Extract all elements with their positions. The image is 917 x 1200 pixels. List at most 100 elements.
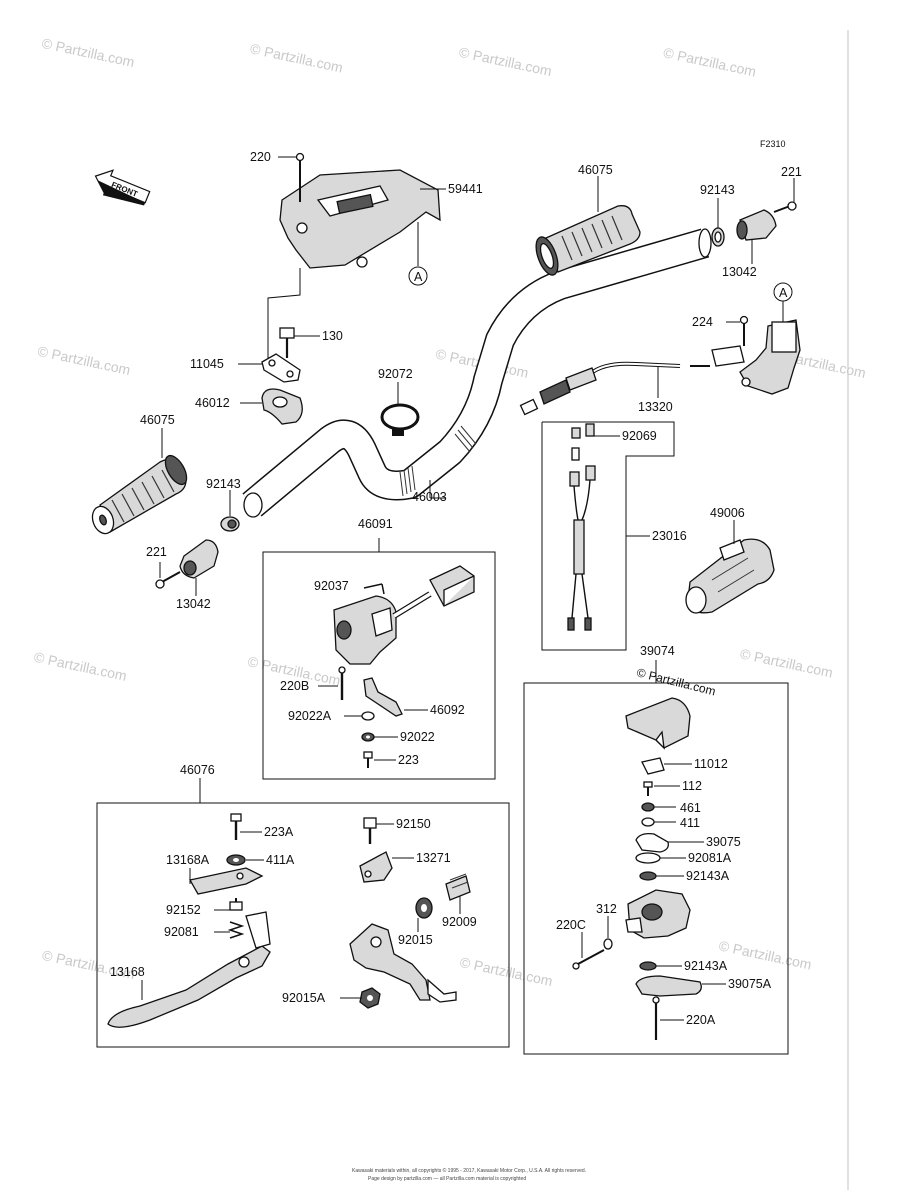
part-label: 461: [680, 801, 701, 815]
plate-39075: [635, 832, 669, 853]
part-label: 220B: [280, 679, 309, 693]
part-label: 92069: [622, 429, 657, 443]
watermark: © Partzilla.com: [458, 44, 554, 79]
part-label: 46012: [195, 396, 230, 410]
spring-92081: [227, 921, 245, 939]
washer-92022A: [361, 711, 375, 721]
master-cylinder-body: [625, 889, 691, 939]
watermark: © Partzilla.com: [40, 35, 136, 70]
footer-line-1: Kawasaki materials within, all copyright…: [352, 1167, 586, 1174]
part-label: 92072: [378, 367, 413, 381]
watermark: © Partzilla.com: [662, 44, 758, 79]
part-label: 92081A: [688, 851, 732, 865]
part-label: 11012: [694, 757, 728, 771]
part-label: 92143: [700, 183, 735, 197]
lever-box: [96, 802, 510, 1048]
lever-46092: [363, 677, 403, 717]
part-label: 39075: [706, 835, 741, 849]
watermark: © Partzilla.com: [33, 649, 129, 684]
ring-92143A: [639, 871, 657, 881]
pin-92037: [363, 583, 385, 595]
watermark: © Partzilla.com: [458, 954, 554, 989]
watermark: © Partzilla.com: [739, 645, 835, 680]
screw-220C: [572, 949, 605, 970]
handlebar-cover: [279, 169, 441, 269]
harness-box: [541, 421, 675, 651]
part-label: 59441: [448, 182, 483, 196]
part-label: 11045: [190, 357, 224, 371]
grip-46075-right: [535, 205, 641, 276]
part-label: 46091: [358, 517, 393, 531]
washer-312: [603, 938, 613, 950]
collar-92143-left: [220, 516, 240, 532]
part-label: 112: [682, 779, 702, 793]
screw-220B: [338, 666, 346, 700]
part-label: 221: [146, 545, 167, 559]
part-label: 46003: [412, 490, 447, 504]
collar-92143-right: [711, 227, 725, 247]
screw-112: [643, 781, 653, 796]
switch-assembly-46091: [333, 565, 475, 665]
front-arrow-icon: FRONT: [94, 169, 151, 206]
watermark: © Partzilla.com: [249, 40, 345, 75]
part-label: 92015: [398, 933, 433, 947]
bolt-92150: [363, 817, 377, 844]
throttle-case: [711, 319, 801, 395]
part-label: 92009: [442, 915, 477, 929]
screw-221-right: [773, 201, 797, 213]
part-label: 13168A: [166, 853, 210, 867]
part-label: 46076: [180, 763, 215, 777]
part-label: 13042: [722, 265, 757, 279]
clamp-92072: [380, 403, 420, 436]
nut-92015A: [359, 987, 381, 1009]
part-label: 13168: [110, 965, 145, 979]
part-label: 92143A: [686, 869, 730, 883]
footer-line-2: Page design by partzilla.com — all Partz…: [368, 1176, 526, 1182]
harness-23016: [567, 423, 596, 631]
part-label: 224: [692, 315, 713, 329]
bolt-220: [295, 152, 305, 202]
part-label: 92143A: [684, 959, 728, 973]
part-label: 411: [680, 816, 700, 830]
part-label: 92022A: [288, 709, 332, 723]
throttle-cable-13320: [519, 361, 710, 416]
part-label: 130: [322, 329, 343, 343]
washer-411A: [226, 854, 246, 866]
screw-221-left: [155, 571, 181, 589]
part-label: 220A: [686, 1013, 716, 1027]
part-label: 13320: [638, 400, 673, 414]
bar-end-13042-right: [736, 209, 777, 241]
part-label: 23016: [652, 529, 687, 543]
screw-224: [739, 315, 749, 346]
nut-92015: [415, 897, 433, 919]
part-label: 49006: [710, 506, 745, 520]
bracket-13168A: [188, 867, 264, 895]
part-label: 92022: [400, 730, 435, 744]
bolt-130: [279, 327, 295, 358]
diagram-ref: F2310: [760, 139, 786, 149]
part-label: 92015A: [282, 991, 326, 1005]
part-label: 312: [596, 902, 617, 916]
lever-holder: [349, 923, 457, 1003]
handlebar-46003: [242, 228, 712, 518]
part-label: 39075A: [728, 977, 772, 991]
part-label: 411A: [266, 853, 295, 867]
part-label: 13042: [176, 597, 211, 611]
watermark: © Partzilla.com: [718, 937, 814, 972]
part-label: 92150: [396, 817, 431, 831]
part-label: 46075: [578, 163, 613, 177]
throttle-grip-49006: [685, 538, 775, 614]
lever-13168: [107, 911, 271, 1028]
pin-92152: [229, 898, 243, 911]
screw-223: [363, 751, 373, 768]
holder-46012: [261, 388, 303, 425]
part-label: 92152: [166, 903, 201, 917]
part-label: 223: [398, 753, 419, 767]
screw-223A: [230, 813, 242, 840]
plate-11012: [641, 757, 665, 775]
switch-92009: [445, 873, 471, 901]
part-label: 221: [781, 165, 802, 179]
watermark: © Partzilla.com: [36, 343, 132, 378]
part-label: 223A: [264, 825, 294, 839]
